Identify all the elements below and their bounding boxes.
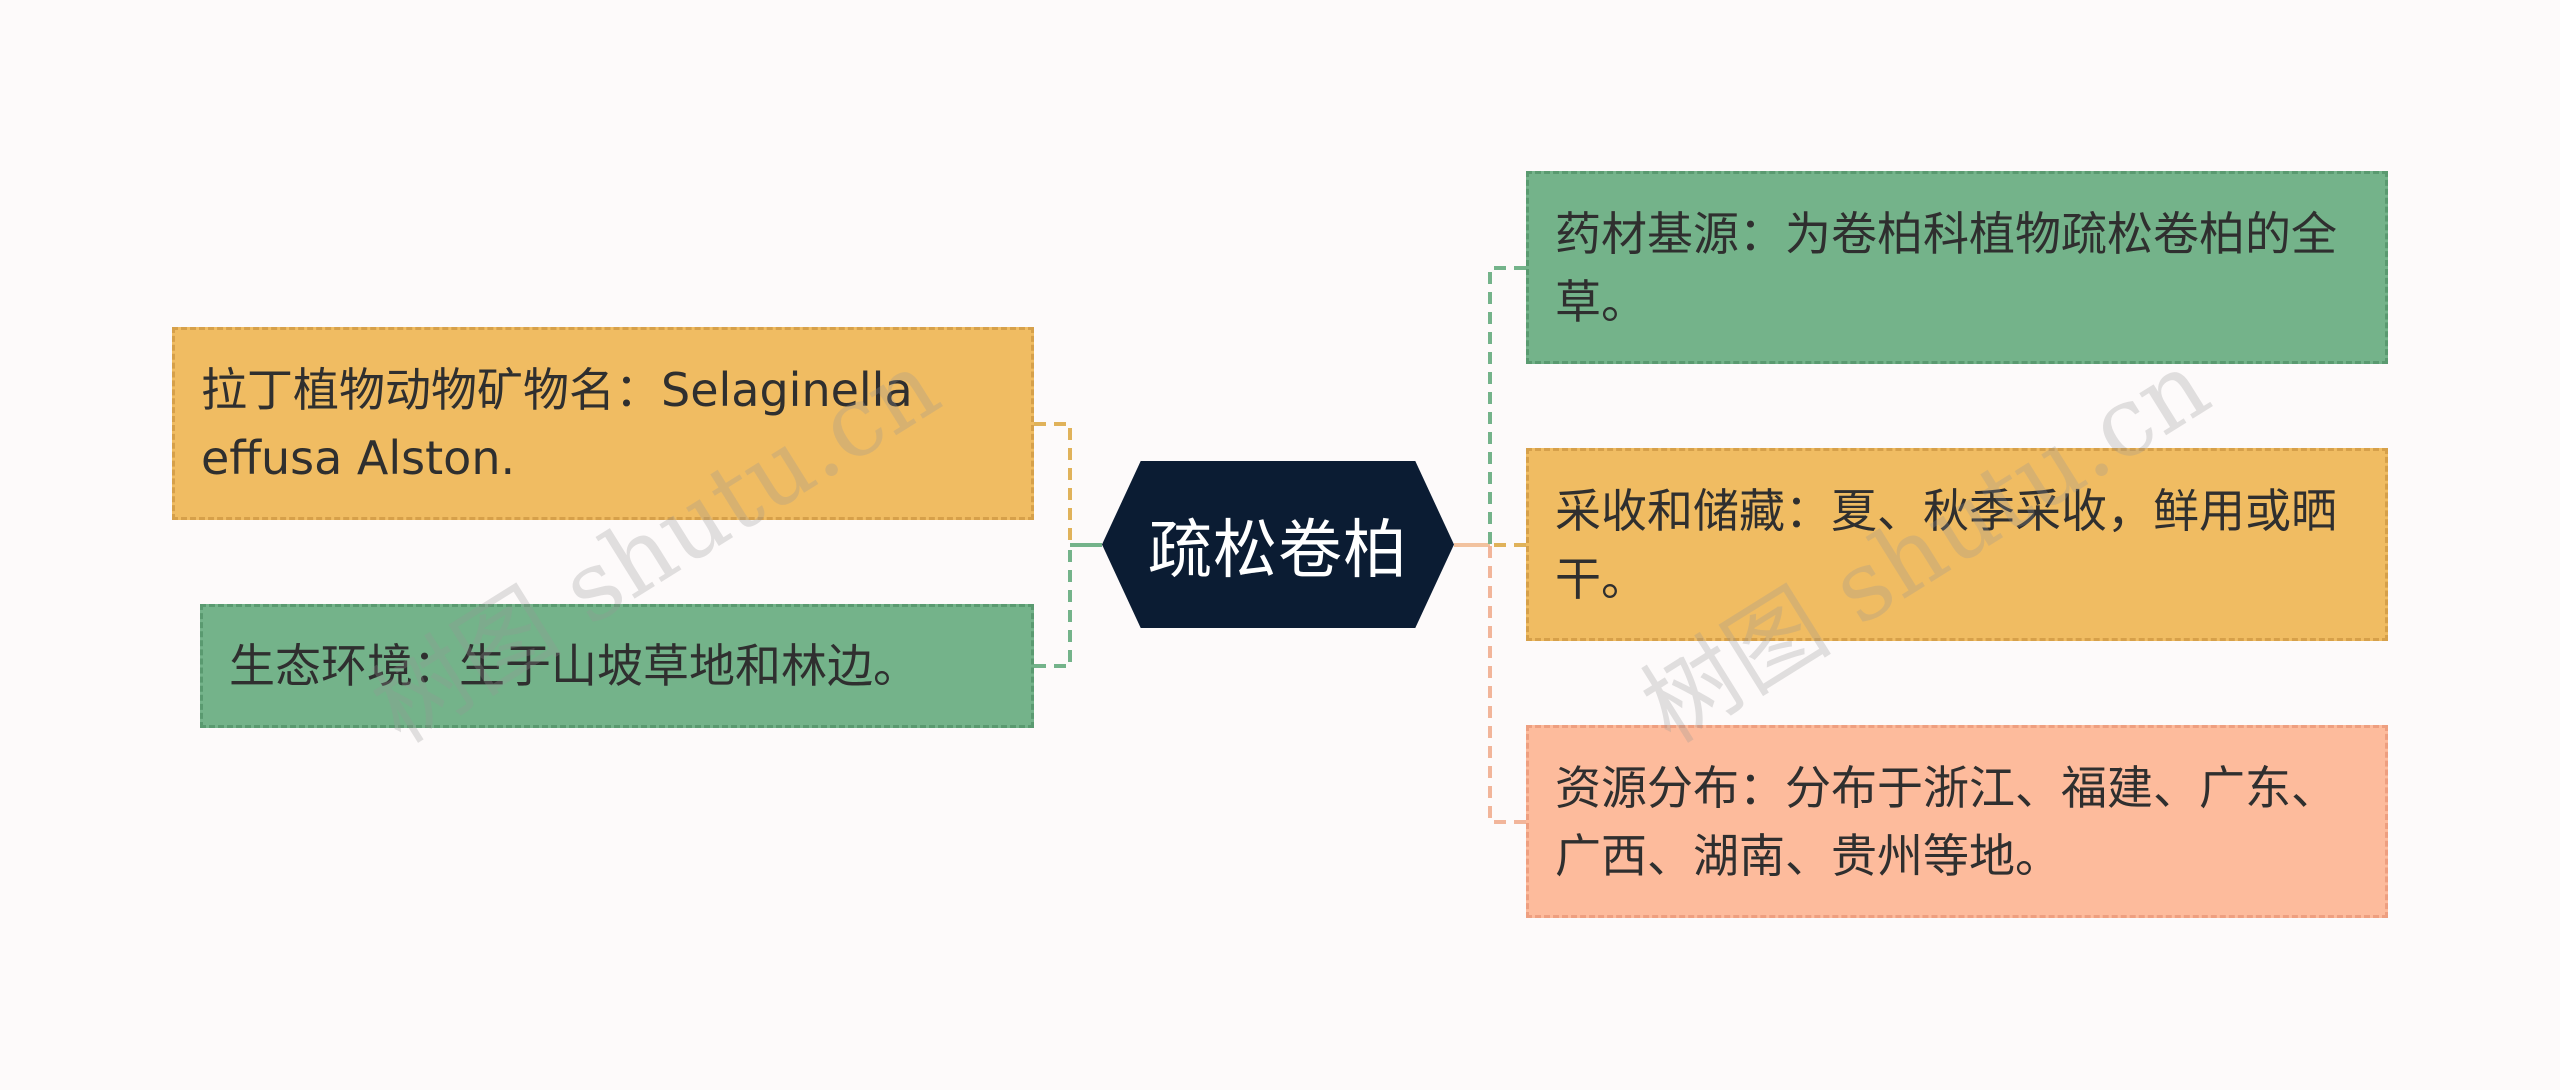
node-source-text: 药材基源：为卷柏科植物疏松卷柏的全草。 [1555,206,2337,329]
node-distribution-text: 资源分布：分布于浙江、福建、广东、广西、湖南、贵州等地。 [1555,760,2337,883]
connector-source [1488,266,1526,545]
node-distribution[interactable]: 资源分布：分布于浙江、福建、广东、广西、湖南、贵州等地。 [1526,725,2388,918]
node-ecology-text: 生态环境：生于山坡草地和林边。 [229,639,919,693]
node-harvest-text: 采收和储藏：夏、秋季采收，鲜用或晒干。 [1555,483,2337,606]
central-topic[interactable]: 疏松卷柏 [1102,461,1454,628]
central-topic-label: 疏松卷柏 [1148,513,1408,588]
node-latin-name[interactable]: 拉丁植物动物矿物名：Selaginella effusa Alston. [172,327,1034,520]
node-ecology[interactable]: 生态环境：生于山坡草地和林边。 [200,604,1034,728]
node-source[interactable]: 药材基源：为卷柏科植物疏松卷柏的全草。 [1526,171,2388,364]
connector-latin [1034,422,1072,545]
connector-dist [1488,545,1526,824]
connector-eco [1034,545,1072,668]
node-latin-name-text: 拉丁植物动物矿物名：Selaginella effusa Alston. [201,362,913,485]
node-harvest[interactable]: 采收和储藏：夏、秋季采收，鲜用或晒干。 [1526,448,2388,641]
